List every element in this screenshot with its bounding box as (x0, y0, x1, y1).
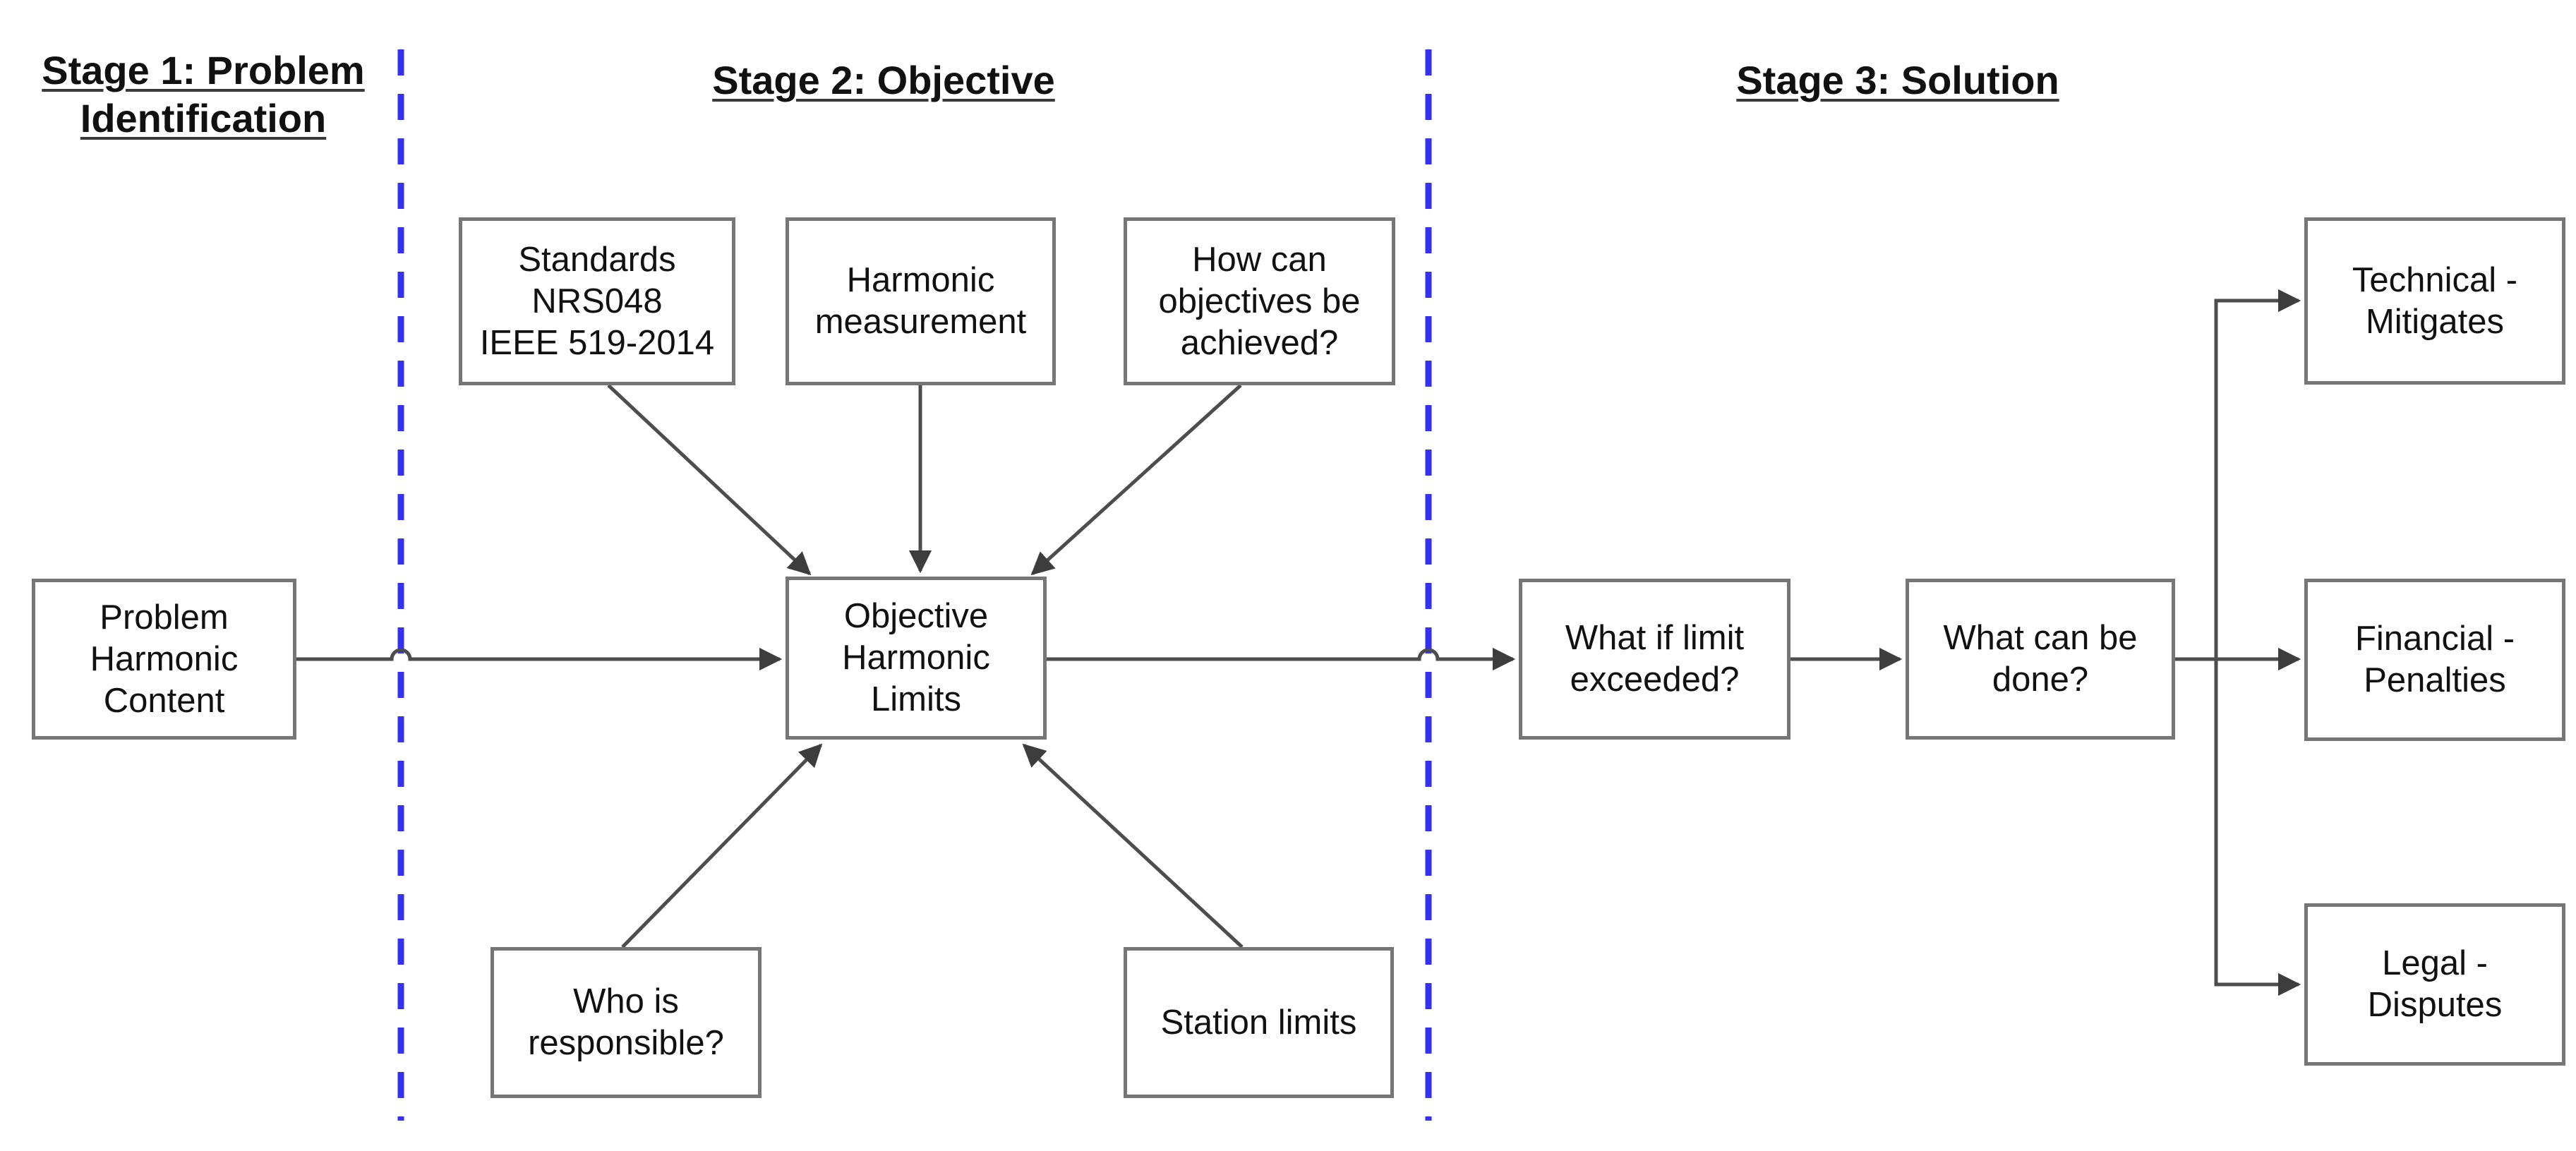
box-text-line: Harmonic (842, 639, 990, 677)
box-text-line: Harmonic (846, 261, 995, 299)
box-text-line: Financial - (2354, 620, 2515, 658)
box-text-line: responsible? (528, 1024, 724, 1062)
box-text-line: achieved? (1180, 323, 1339, 362)
box-text-line: What if limit (1565, 619, 1745, 657)
box-text-line: Content (103, 681, 225, 720)
box-text-line: measurement (814, 303, 1027, 341)
connector-station-to-objective (1022, 743, 1244, 948)
box-text-line: Harmonic (90, 639, 239, 678)
what-if-limit-exceeded-box: What if limit exceeded? (1519, 579, 1790, 740)
box-text-line: Problem (100, 598, 229, 637)
connector-who-to-objective (621, 743, 823, 948)
technical-mitigates-box: Technical - Mitigates (2304, 217, 2565, 385)
legal-disputes-box: Legal - Disputes (2304, 903, 2565, 1066)
box-text-line: Limits (871, 680, 961, 718)
problem-harmonic-content-box: Problem Harmonic Content (32, 579, 296, 740)
stage-1-heading-line1: Stage 1: Problem (42, 48, 365, 92)
connector-standards-to-objective (607, 384, 812, 576)
box-text-line: done? (1992, 661, 2089, 699)
objective-harmonic-limits-box: Objective Harmonic Limits (786, 577, 1047, 740)
stage-1-heading-line2: Identification (80, 96, 327, 140)
box-text-line: IEEE 519-2014 (479, 323, 715, 362)
box-text-line: Station limits (1160, 1003, 1357, 1042)
what-can-be-done-box: What can be done? (1906, 579, 2175, 740)
box-text-line: Objective (843, 597, 989, 635)
how-objectives-achieved-box: How can objectives be achieved? (1124, 217, 1395, 385)
stage-3-heading-line1: Stage 3: Solution (1736, 58, 2059, 102)
box-text-line: Standards (518, 240, 676, 279)
box-text-line: Mitigates (2365, 302, 2505, 341)
box-text-line: NRS048 (531, 282, 663, 320)
box-text-line: Penalties (2364, 661, 2506, 699)
stage-3-heading: Stage 3: Solution (1736, 56, 2059, 104)
box-text-line: How can (1192, 240, 1327, 279)
harmonic-measurement-box: Harmonic measurement (786, 217, 1056, 385)
connector-objective-to-whatif (1047, 647, 1516, 671)
connector-howachieved-to-objective (1030, 384, 1242, 576)
box-text-line: Technical - (2352, 260, 2518, 299)
box-text-line: What can be (1943, 619, 2138, 657)
box-text-line: objectives be (1158, 282, 1361, 320)
box-text-line: Legal - (2382, 944, 2488, 982)
station-limits-box: Station limits (1124, 947, 1394, 1098)
box-text-line: Disputes (2367, 986, 2503, 1024)
box-text-line: Who is (573, 982, 679, 1020)
stage-1-heading: Stage 1: Problem Identification (42, 47, 364, 143)
standards-box: Standards NRS048 IEEE 519-2014 (459, 217, 735, 385)
who-is-responsible-box: Who is responsible? (490, 947, 762, 1098)
box-text-line: exceeded? (1570, 661, 1740, 699)
stage-2-heading-line1: Stage 2: Objective (712, 58, 1055, 102)
connector-problem-to-objective (296, 647, 783, 671)
stage-2-heading: Stage 2: Objective (712, 56, 1055, 104)
financial-penalties-box: Financial - Penalties (2304, 579, 2565, 741)
